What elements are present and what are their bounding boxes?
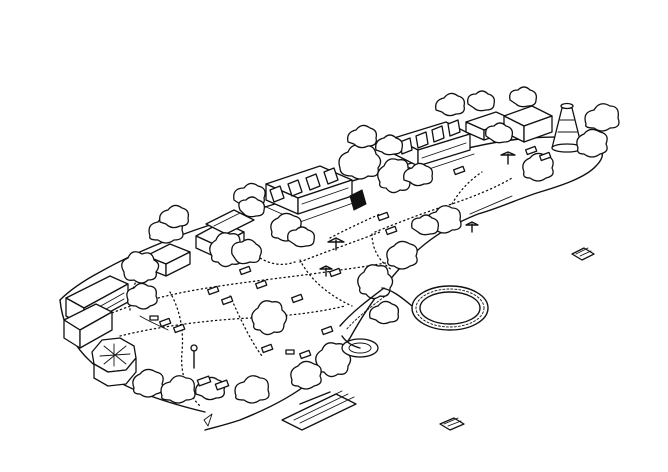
octagonal-pavilion: [92, 338, 136, 386]
ring-boardwalk: [382, 286, 488, 330]
top-right-buildings: [466, 106, 552, 142]
picnic-furniture: [150, 146, 551, 389]
lower-pier: [282, 391, 356, 430]
building-left-long: [64, 276, 128, 348]
raft-right: [572, 248, 594, 260]
parasols: [191, 152, 515, 368]
raft-bottom: [440, 418, 464, 430]
small-house-3: [206, 210, 254, 234]
trees: [122, 87, 619, 403]
curved-boardwalk: [340, 288, 388, 357]
shoreline-details: [140, 196, 512, 426]
central-building: [264, 166, 366, 222]
